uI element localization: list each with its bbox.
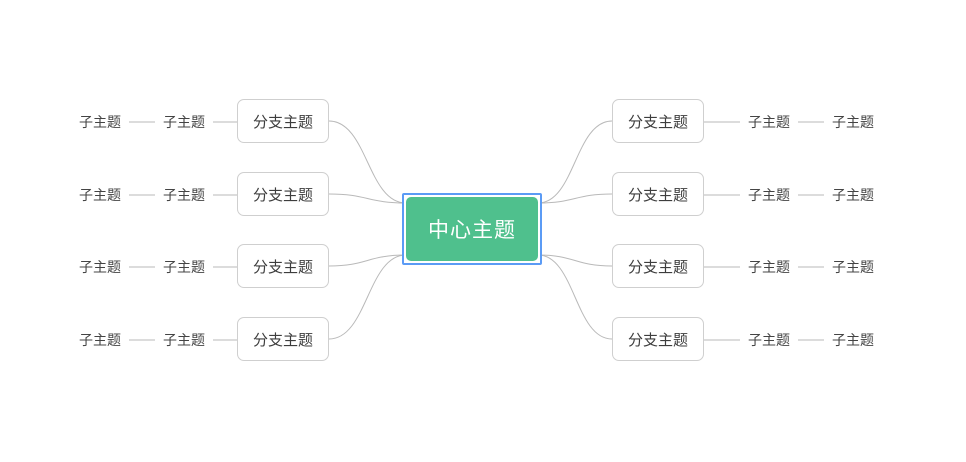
connector-trunk-right-1: [537, 120, 613, 204]
connector-trunk-right-2: [537, 193, 613, 204]
connector-trunk-right-3: [537, 254, 613, 267]
central-topic-selection-frame[interactable]: 中心主题: [402, 193, 542, 265]
connector-trunk-left-4: [328, 254, 407, 340]
connector-trunk-left-2: [328, 193, 407, 204]
connector-trunk-left-1: [328, 120, 407, 204]
leaf-topic-node-right-4-1[interactable]: 子主题: [832, 332, 874, 348]
leaf-topic-node-left-2-1[interactable]: 子主题: [79, 187, 121, 203]
leaf-topic-node-right-2-1[interactable]: 子主题: [832, 187, 874, 203]
leaf-topic-node-left-1-1[interactable]: 子主题: [79, 114, 121, 130]
central-topic-node[interactable]: 中心主题: [406, 197, 538, 261]
connector-trunk-right-4: [537, 254, 613, 340]
branch-topic-node-left-1[interactable]: 分支主题: [237, 99, 329, 143]
branch-topic-node-left-3[interactable]: 分支主题: [237, 244, 329, 288]
branch-topic-node-left-2[interactable]: 分支主题: [237, 172, 329, 216]
leaf-topic-node-left-3-1[interactable]: 子主题: [79, 259, 121, 275]
branch-topic-node-right-3[interactable]: 分支主题: [612, 244, 704, 288]
branch-topic-node-right-1[interactable]: 分支主题: [612, 99, 704, 143]
leaf-topic-node-left-4-0[interactable]: 子主题: [163, 332, 205, 348]
leaf-topic-node-left-2-0[interactable]: 子主题: [163, 187, 205, 203]
leaf-topic-node-left-4-1[interactable]: 子主题: [79, 332, 121, 348]
leaf-topic-node-right-3-0[interactable]: 子主题: [748, 259, 790, 275]
branch-topic-node-right-4[interactable]: 分支主题: [612, 317, 704, 361]
leaf-topic-node-right-2-0[interactable]: 子主题: [748, 187, 790, 203]
leaf-topic-node-left-1-0[interactable]: 子主题: [163, 114, 205, 130]
leaf-topic-node-right-3-1[interactable]: 子主题: [832, 259, 874, 275]
leaf-topic-node-right-4-0[interactable]: 子主题: [748, 332, 790, 348]
leaf-topic-node-right-1-0[interactable]: 子主题: [748, 114, 790, 130]
leaf-topic-node-left-3-0[interactable]: 子主题: [163, 259, 205, 275]
leaf-topic-node-right-1-1[interactable]: 子主题: [832, 114, 874, 130]
branch-topic-node-right-2[interactable]: 分支主题: [612, 172, 704, 216]
branch-topic-node-left-4[interactable]: 分支主题: [237, 317, 329, 361]
connector-trunk-left-3: [328, 254, 407, 267]
